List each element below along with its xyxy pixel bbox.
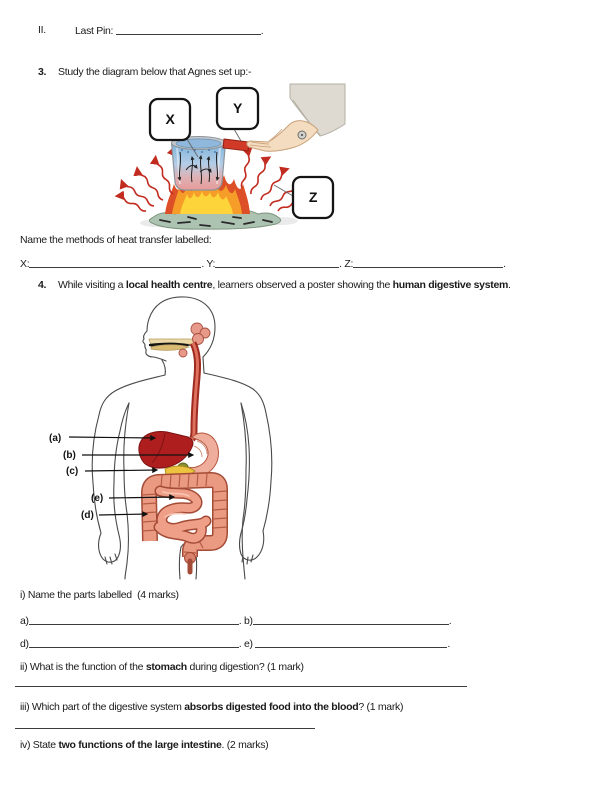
- q3-z-blank: [353, 258, 504, 268]
- label-a: (a): [49, 433, 61, 444]
- label-d: (d): [81, 510, 94, 521]
- label-b: (b): [63, 450, 76, 461]
- label-e: (e): [91, 493, 103, 504]
- item-ii-label: Last Pin:: [75, 25, 116, 37]
- q3-transfer-prompt: Name the methods of heat transfer labell…: [20, 234, 212, 246]
- q3-z-label: . Z:: [339, 258, 354, 270]
- q4-i-row-de: d) . e) .: [20, 637, 450, 650]
- q4-d-label: d): [20, 638, 29, 650]
- mouth: [148, 338, 195, 351]
- q3-x-blank: [29, 258, 202, 268]
- q4-d-blank: [28, 638, 239, 648]
- q4-intro-text: While visiting a: [58, 279, 126, 291]
- q4-intro: While visiting a local health centre, le…: [58, 279, 598, 291]
- rectum: [184, 552, 196, 575]
- q4-intro-bold2: human digestive system: [392, 279, 509, 291]
- liver: [138, 431, 194, 469]
- q4-ii-text: during digestion? (1 mark): [186, 661, 304, 673]
- label-c: (c): [66, 466, 78, 477]
- q4-ii-answer-line: [15, 676, 467, 687]
- label-x-text: X: [165, 111, 175, 127]
- q4-iii-answer-line: [15, 718, 315, 729]
- q4-e-label: . e): [238, 638, 256, 650]
- convection-arrows: [177, 151, 220, 185]
- q4-b-blank: [252, 615, 449, 625]
- q4-iv-text: iv) State: [20, 739, 59, 751]
- label-y-text: Y: [233, 100, 243, 116]
- q4-de-end: .: [447, 638, 450, 650]
- item-ii-numeral: II.: [38, 24, 46, 36]
- q3-line-end: .: [503, 258, 506, 270]
- label-box-y: Y: [215, 86, 260, 131]
- q4-iii-prompt: iii) Which part of the digestive system …: [20, 701, 403, 713]
- q4-i-prompt: i) Name the parts labelled (4 marks): [20, 589, 179, 601]
- q4-ii-text: ii) What is the function of the: [20, 661, 146, 673]
- flames: [165, 174, 250, 214]
- finger-lines: [249, 128, 283, 148]
- q3-number: 3.: [38, 66, 47, 78]
- q4-iv-text: . (2 marks): [221, 739, 269, 751]
- water-surface: [175, 138, 222, 149]
- q4-ii-bold: stomach: [145, 661, 187, 673]
- sleeve: [289, 83, 346, 137]
- item-ii-blank: [115, 25, 261, 35]
- esophagus: [189, 341, 201, 442]
- large-intestine: [141, 472, 228, 558]
- item-ii-period: .: [260, 25, 264, 37]
- q3-prompt: Study the diagram below that Agnes set u…: [58, 66, 252, 78]
- q3-y-label: . Y:: [201, 258, 216, 270]
- q4-iv-bold: two functions of the large intestine: [58, 739, 222, 751]
- pot-body: [170, 142, 227, 191]
- q4-iii-text: iii) Which part of the digestive system: [20, 701, 185, 713]
- digestive-system-diagram: (a) (b) (c) (e) (d): [49, 296, 273, 580]
- salivary-gland: [178, 322, 211, 358]
- q4-iii-text: ? (1 mark): [358, 701, 404, 713]
- body-outline: [91, 296, 273, 580]
- q4-b-label: . b): [238, 615, 253, 627]
- radiation-arrows: [114, 145, 308, 212]
- q4-iv-prompt: iv) State two functions of the large int…: [20, 739, 269, 751]
- q4-intro-bold1: local health centre: [125, 279, 213, 291]
- small-intestine: [153, 485, 212, 544]
- label-box-z: Z: [291, 175, 335, 220]
- q4-intro-text: , learners observed a poster showing the: [212, 279, 393, 291]
- part-label-lines: [68, 434, 195, 518]
- water-speckles: [181, 149, 216, 153]
- q3-x-label: X:: [20, 258, 30, 270]
- q3-y-blank: [215, 258, 340, 268]
- item-ii-line: Last Pin: .: [75, 24, 264, 37]
- q3-xyz-row: X: . Y: . Z:.: [20, 257, 506, 270]
- q4-e-blank: [255, 638, 448, 648]
- pot-handle: [222, 138, 250, 152]
- part-labels: (a) (b) (c) (e) (d): [49, 433, 195, 521]
- q4-ab-end: .: [448, 615, 452, 627]
- q4-a-label: a): [20, 615, 29, 627]
- q4-i-row-ab: a) . b).: [20, 614, 452, 627]
- label-box-x: X: [148, 97, 192, 142]
- heat-transfer-diagram: X Y Z: [114, 83, 346, 230]
- q4-number: 4.: [38, 279, 47, 291]
- label-z-text: Z: [309, 189, 318, 205]
- q4-ii-prompt: ii) What is the function of the stomach …: [20, 661, 304, 673]
- q4-iii-bold: absorbs digested food into the blood: [184, 701, 359, 713]
- q4-intro-text: .: [508, 279, 511, 291]
- cooking-pot: [170, 136, 250, 191]
- cuff-line: [292, 99, 321, 136]
- hand: [246, 83, 346, 152]
- label-connectors: [186, 128, 294, 197]
- q4-a-blank: [28, 615, 239, 625]
